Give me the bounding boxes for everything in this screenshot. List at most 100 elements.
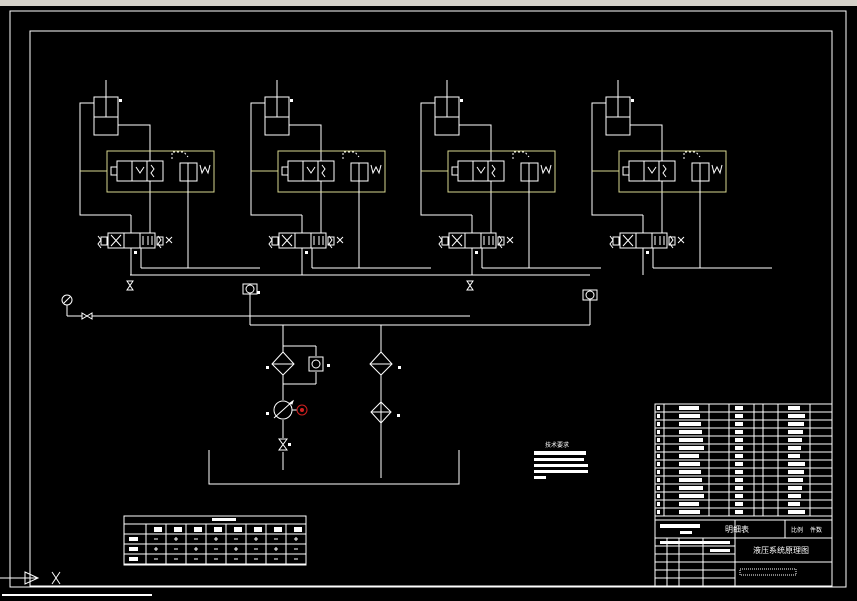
- bom-grid: [654, 403, 833, 587]
- bom-qty: [735, 494, 743, 498]
- spring-symbol: [662, 164, 667, 178]
- pilot-line-dashed: [683, 151, 701, 159]
- counterbalance-valve: [287, 160, 335, 182]
- callout-marks: [257, 291, 401, 446]
- bom-material: [788, 478, 803, 482]
- bom-qty: [735, 406, 743, 410]
- cross-arrows: [281, 234, 293, 247]
- table-header-cell: [274, 527, 282, 532]
- bom-index: [657, 462, 660, 466]
- date-fill: [710, 549, 730, 552]
- bom-index: [657, 454, 660, 458]
- bom-index: [657, 494, 660, 498]
- table-header-cell: [294, 527, 302, 532]
- drawing-border-outer: [9, 10, 847, 588]
- callout-mark: [134, 251, 137, 254]
- bom-index: [657, 430, 660, 434]
- valve-solenoid-left: [271, 236, 279, 246]
- drawing-title: 液压系统原理图: [753, 545, 809, 555]
- designer-fill: [660, 541, 730, 544]
- bom-code: [679, 406, 699, 410]
- bom-material: [788, 510, 805, 514]
- bom-qty: [735, 414, 743, 418]
- counterbalance-valve: [457, 160, 505, 182]
- table-title: [212, 518, 236, 521]
- pressure-gauge-icon: [61, 294, 73, 306]
- valve-mark-right: [165, 236, 173, 244]
- cross-arrows: [451, 234, 463, 247]
- company-fill: [739, 568, 797, 576]
- cylinder-module-3: [420, 80, 601, 275]
- bom-qty: [735, 430, 743, 434]
- valve-springs: [438, 235, 503, 249]
- bom-code: [679, 462, 700, 466]
- check-valve-1: [242, 283, 258, 295]
- pilot-line-dashed: [171, 151, 189, 159]
- bom-qty: [735, 422, 743, 426]
- bom-index: [657, 486, 660, 490]
- valve-solenoid-right: [668, 236, 676, 246]
- table-frame: [123, 515, 307, 566]
- bom-index: [657, 478, 660, 482]
- spring-w: [540, 164, 552, 175]
- valve-solenoid-right: [156, 236, 164, 246]
- callout-mark: [290, 99, 293, 102]
- title-block-frame: [654, 403, 833, 587]
- spring-symbol: [150, 164, 155, 178]
- table-header-cell: [254, 527, 262, 532]
- bom-qty: [735, 462, 743, 466]
- cylinder-line-a: [79, 102, 131, 216]
- gauge-valve: [81, 312, 93, 320]
- bom-code: [679, 454, 699, 458]
- bom-code: [679, 486, 703, 490]
- cylinder-line-b: [289, 124, 322, 215]
- valve-solenoid-right: [497, 236, 505, 246]
- bom-qty: [735, 486, 743, 490]
- check-symbol: [476, 166, 486, 174]
- valve-mark-right: [336, 236, 344, 244]
- table-header-cell: [194, 527, 202, 532]
- bom-material: [788, 438, 802, 442]
- bom-code: [679, 494, 704, 498]
- check-symbol: [135, 166, 145, 174]
- bom-index: [657, 502, 660, 506]
- notes-title: 技术要求: [545, 441, 569, 449]
- bom-qty: [735, 478, 743, 482]
- valve-solenoid-left: [612, 236, 620, 246]
- callout-mark: [475, 251, 478, 254]
- spring-symbol: [321, 164, 326, 178]
- bom-header-fill: [660, 524, 700, 528]
- valve-mark-right: [506, 236, 514, 244]
- bom-material: [788, 446, 801, 450]
- cylinder-line-a: [250, 102, 302, 216]
- bom-index: [657, 414, 660, 418]
- bom-material: [788, 430, 803, 434]
- callout-mark: [305, 251, 308, 254]
- title-block: 明细表液压系统原理图比例件数: [654, 403, 833, 587]
- cylinder-module-1: [79, 80, 260, 275]
- table-row-label: [129, 557, 138, 561]
- callout-mark: [460, 99, 463, 102]
- bom-code: [679, 510, 700, 514]
- valve-springs: [609, 235, 674, 249]
- app-window-chrome: [0, 0, 857, 6]
- main-piping: [66, 274, 591, 485]
- bom-index: [657, 422, 660, 426]
- check-valve-2: [582, 289, 598, 301]
- table-header-cell: [154, 527, 162, 532]
- valve-mark-right: [677, 236, 685, 244]
- table-header-cell: [234, 527, 242, 532]
- counterbalance-valve: [628, 160, 676, 182]
- filter-icon: [271, 351, 295, 376]
- parallel-arrows: [483, 236, 494, 245]
- cylinder-line-b: [630, 124, 663, 215]
- drawing-border-inner: [29, 30, 833, 587]
- callout-mark: [631, 99, 634, 102]
- solenoid: [281, 166, 289, 176]
- counterbalance-valve: [116, 160, 164, 182]
- return-filter-icon: [369, 351, 393, 376]
- needle-valve-1: [126, 280, 134, 291]
- cylinder-line-a: [420, 102, 472, 216]
